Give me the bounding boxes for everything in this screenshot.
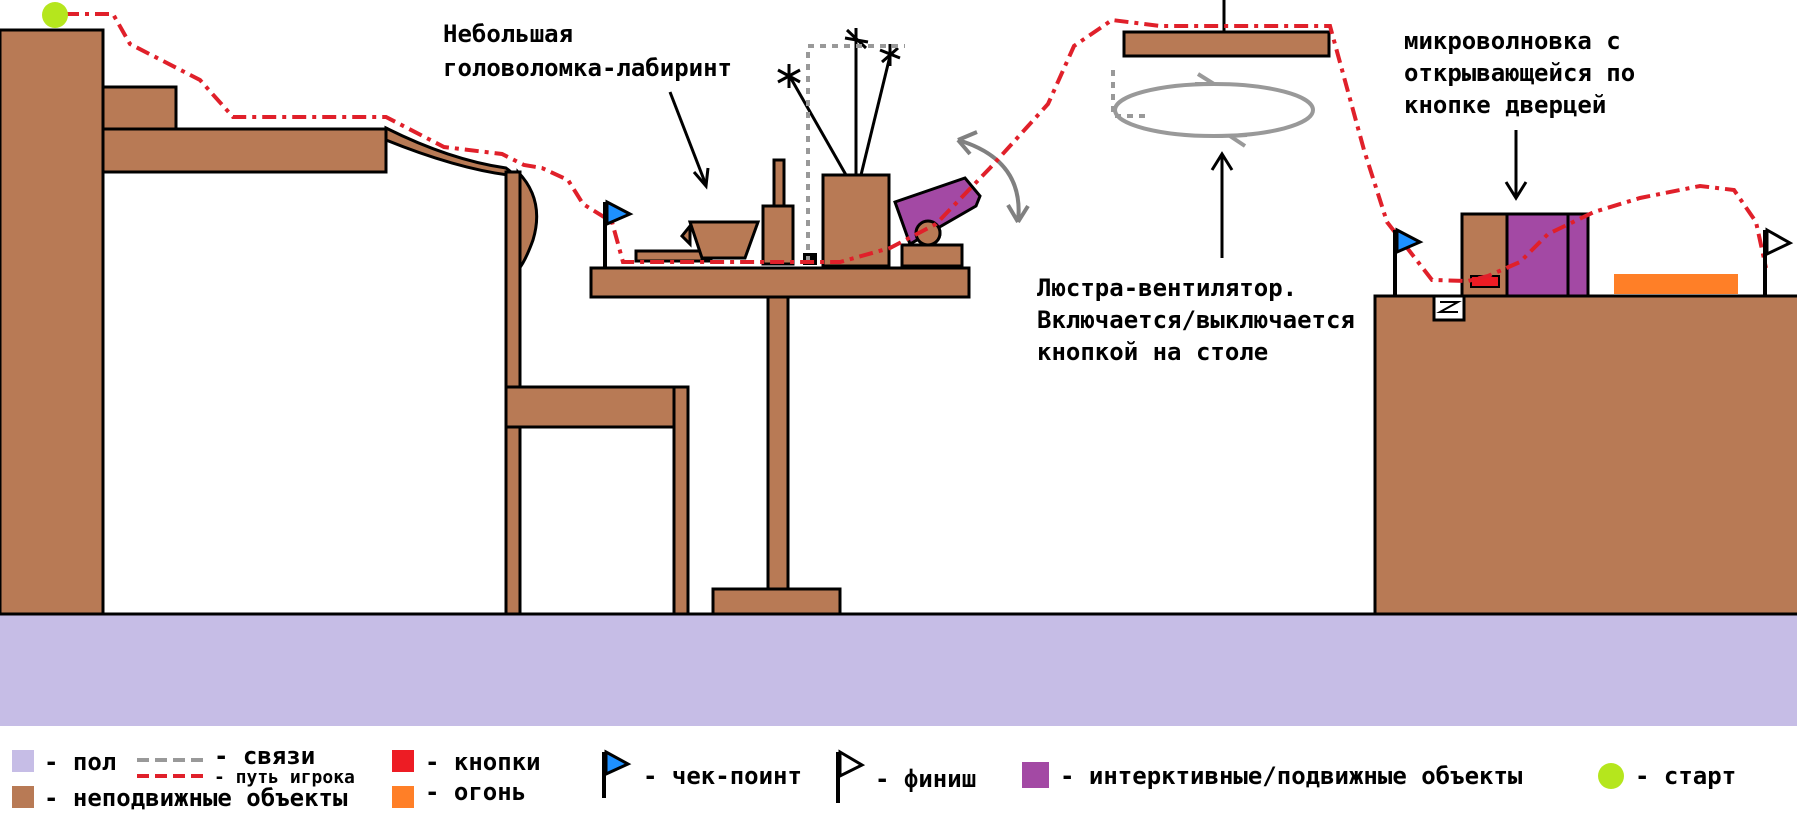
legend-start-swatch xyxy=(1598,763,1624,789)
legend-links: - связи xyxy=(214,742,315,770)
legend-floor: - пол xyxy=(44,748,116,776)
legend-finish: - финиш xyxy=(875,765,976,793)
left-cabinet xyxy=(0,28,388,616)
legend-static-swatch xyxy=(12,786,34,808)
fan-label-3: кнопкой на столе xyxy=(1037,338,1268,366)
fan-label-1: Люстра-вентилятор. xyxy=(1037,274,1297,302)
microwave-label-1: микроволновка с xyxy=(1404,27,1621,55)
legend: - пол - неподвижные объекты - связи - пу… xyxy=(12,742,1736,812)
table xyxy=(589,266,971,616)
legend-fire: - огонь xyxy=(425,778,526,806)
legend-start: - старт xyxy=(1635,762,1736,790)
legend-finish-icon xyxy=(836,749,866,803)
fan-label-2: Включается/выключается xyxy=(1037,306,1355,334)
ceiling-fan xyxy=(1113,0,1331,148)
maze-label-1: Небольшая xyxy=(443,20,573,48)
maze-label-2: головоломка-лабиринт xyxy=(443,54,732,82)
legend-static: - неподвижные объекты xyxy=(44,784,348,812)
legend-checkpoint: - чек-поинт xyxy=(643,762,802,790)
legend-fire-swatch xyxy=(392,786,414,808)
legend-button-swatch xyxy=(392,750,414,772)
flower-stars xyxy=(777,28,901,88)
chair xyxy=(384,125,690,616)
microwave-label-3: кнопке дверцей xyxy=(1404,91,1606,119)
legend-buttons: - кнопки xyxy=(425,748,541,776)
legend-interactive: - интерктивные/подвижные объекты xyxy=(1060,762,1523,790)
start-ball xyxy=(42,2,68,28)
annotation-arrows xyxy=(668,91,1528,258)
legend-player-path: - путь игрока xyxy=(214,767,355,788)
fire xyxy=(1614,274,1738,294)
floor xyxy=(0,614,1797,726)
checkpoint-flag xyxy=(603,199,634,268)
rotation-arrow xyxy=(956,130,1030,224)
spring xyxy=(1432,294,1466,322)
player-path xyxy=(65,12,1768,284)
microwave-label-2: открывающейся по xyxy=(1404,59,1635,87)
finish-flag xyxy=(1763,227,1794,296)
flowers xyxy=(787,40,892,176)
right-counter xyxy=(1373,294,1797,616)
legend-checkpoint-icon xyxy=(602,749,632,798)
checkpoint-flag xyxy=(1393,227,1424,296)
legend-floor-swatch xyxy=(12,750,34,772)
legend-interactive-swatch xyxy=(1022,762,1049,788)
